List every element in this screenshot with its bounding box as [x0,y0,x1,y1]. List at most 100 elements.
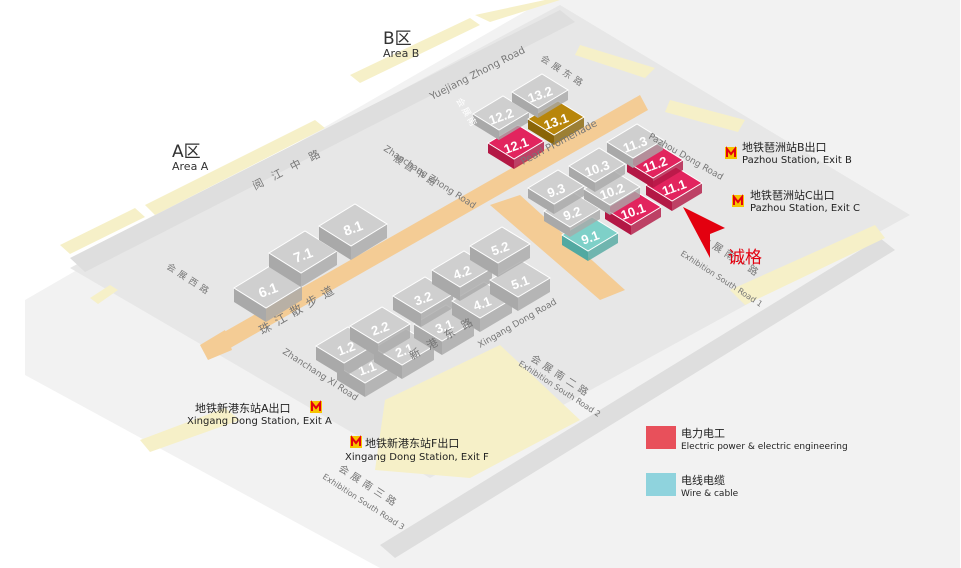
hall-side [421,294,453,327]
hall-3-2[interactable]: 3.2 [392,276,454,327]
hall-side [646,185,672,211]
hall-label: 8.1 [341,217,365,239]
hall-label: 2.2 [369,318,391,338]
station-xingang-f[interactable]: 地铁新港东站F出口 Xingang Dong Station, Exit F [345,435,489,463]
hall-roof [318,203,388,247]
hall-side [350,326,378,357]
hall-side [452,301,480,332]
hall-side [234,288,266,322]
hall-5-1[interactable]: 5.1 [489,260,551,311]
hall-label: 9.2 [561,203,583,223]
hall-side [672,183,702,211]
hall-side [605,209,631,235]
hall-2-1[interactable]: 2.1 [373,328,435,379]
hall-2-2[interactable]: 2.2 [349,306,411,357]
booth-marker[interactable]: 诚格 [683,207,762,268]
hall-side [319,226,351,260]
hall-side [554,186,584,214]
hall-12-2[interactable]: 12.2 [472,95,530,140]
area-b-en: Area B [383,47,419,60]
hall-8-1[interactable]: 8.1 [318,203,388,260]
station-xingang-f-en: Xingang Dong Station, Exit F [345,452,489,463]
station-pazhou-c-en: Pazhou Station, Exit C [750,203,860,214]
area-a-zh: A区 [172,142,201,162]
hall-label: 5.1 [509,272,531,292]
hall-side [595,164,625,192]
hall-10-2[interactable]: 10.2 [583,170,641,215]
legend-item-wire: 电线电缆 Wire & cable [646,473,739,499]
pearl-promenade [200,95,648,360]
hall-label: 6.1 [256,279,280,301]
hall-side [473,114,499,140]
station-xingang-a-en: Xingang Dong Station, Exit A [187,416,332,427]
hall-13-2[interactable]: 13.2 [511,73,569,118]
hall-label: 3.1 [433,316,455,336]
marker-label: 诚格 [728,248,762,268]
metro-icon [350,435,362,448]
hall-side [460,268,492,301]
station-pazhou-b[interactable]: 地铁琶洲站B出口 Pazhou Station, Exit B [725,140,852,166]
hall-side [269,253,301,287]
station-xingang-a[interactable]: 地铁新港东站A出口 Xingang Dong Station, Exit A [187,400,332,427]
hall-side [301,251,337,287]
station-xingang-f-zh: 地铁新港东站F出口 [365,436,459,450]
hall-side [442,322,474,355]
hall-side [544,211,570,237]
hall-9-3[interactable]: 9.3 [527,169,585,214]
hall-side [584,189,610,215]
hall-roof [349,306,411,344]
hall-side [374,348,402,379]
hall-5-2[interactable]: 5.2 [469,226,531,277]
metro-icon [310,400,322,413]
hall-label: 9.1 [579,227,601,247]
hall-side [514,141,544,169]
station-xingang-a-zh: 地铁新港东站A出口 [195,401,291,415]
hall-side [588,233,618,261]
hall-roof [568,147,626,183]
hall-side [631,207,661,235]
hall-11-1[interactable]: 11.1 [645,166,703,211]
metro-icon [725,146,737,159]
hall-label: 4.1 [471,293,493,313]
hall-label: 9.3 [545,180,567,200]
hall-side [488,143,514,169]
station-pazhou-b-zh: 地铁琶洲站B出口 [742,140,827,154]
hall-side [607,142,633,168]
hall-side [528,188,554,214]
hall-label: 7.1 [291,244,315,266]
hall-side [499,112,529,140]
hall-side [562,235,588,261]
hall-12-1[interactable]: 12.1 [487,124,545,169]
hall-side [316,346,344,377]
hall-roof [511,73,569,109]
legend-swatch-wire [646,473,676,496]
hall-roof [527,169,585,205]
legend-item-power: 电力电工 Electric power & electric engineeri… [646,426,848,452]
hall-side [351,224,387,260]
metro-icon [732,194,744,207]
hall-side [518,278,550,311]
hall-label: 3.2 [412,288,434,308]
hall-side [480,299,512,332]
hall-side [538,90,568,118]
legend-wire-zh: 电线电缆 [681,473,725,487]
hall-side [378,324,410,357]
legend-swatch-power [646,426,676,449]
legend-power-en: Electric power & electric engineering [681,442,848,452]
hall-13-1[interactable]: 13.1 [527,100,585,145]
hall-11-3[interactable]: 11.3 [606,123,664,168]
hall-7-1[interactable]: 7.1 [268,230,338,287]
area-b-zh: B区 [383,29,412,49]
hall-label: 1.2 [335,338,357,358]
hall-side [610,187,640,215]
hall-side [470,246,498,277]
hall-side [627,162,653,188]
hall-10-3[interactable]: 10.3 [568,147,626,192]
hall-roof [606,123,664,159]
hall-side [266,286,302,322]
legend-wire-en: Wire & cable [681,489,739,499]
station-pazhou-c[interactable]: 地铁琶洲站C出口 Pazhou Station, Exit C [732,188,860,214]
hall-side [653,160,683,188]
hall-11-2[interactable]: 11.2 [626,143,684,188]
